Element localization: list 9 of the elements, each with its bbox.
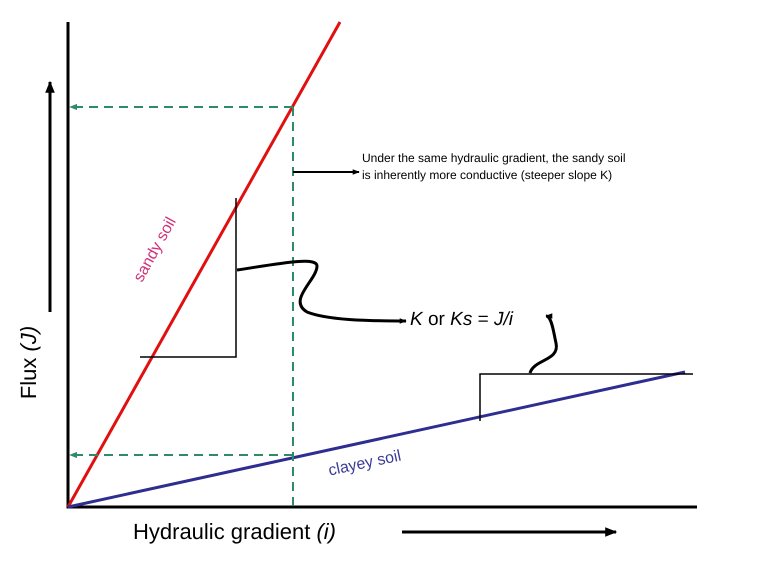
axis-title: Flux (J) — [15, 326, 42, 400]
axis-title: Hydraulic gradient (i) — [133, 518, 336, 546]
arrow — [293, 169, 360, 175]
arrow — [236, 260, 407, 324]
formula-text: K or Ks = J/i — [410, 306, 546, 334]
curve-label: clayey soil — [326, 446, 404, 482]
curve-label: sandy soil — [129, 214, 181, 287]
annotation-text: Under the same hydraulic gradient, the sandy soil is inherently more conductive (steeper slope K) — [362, 150, 634, 206]
arrow — [528, 314, 558, 374]
